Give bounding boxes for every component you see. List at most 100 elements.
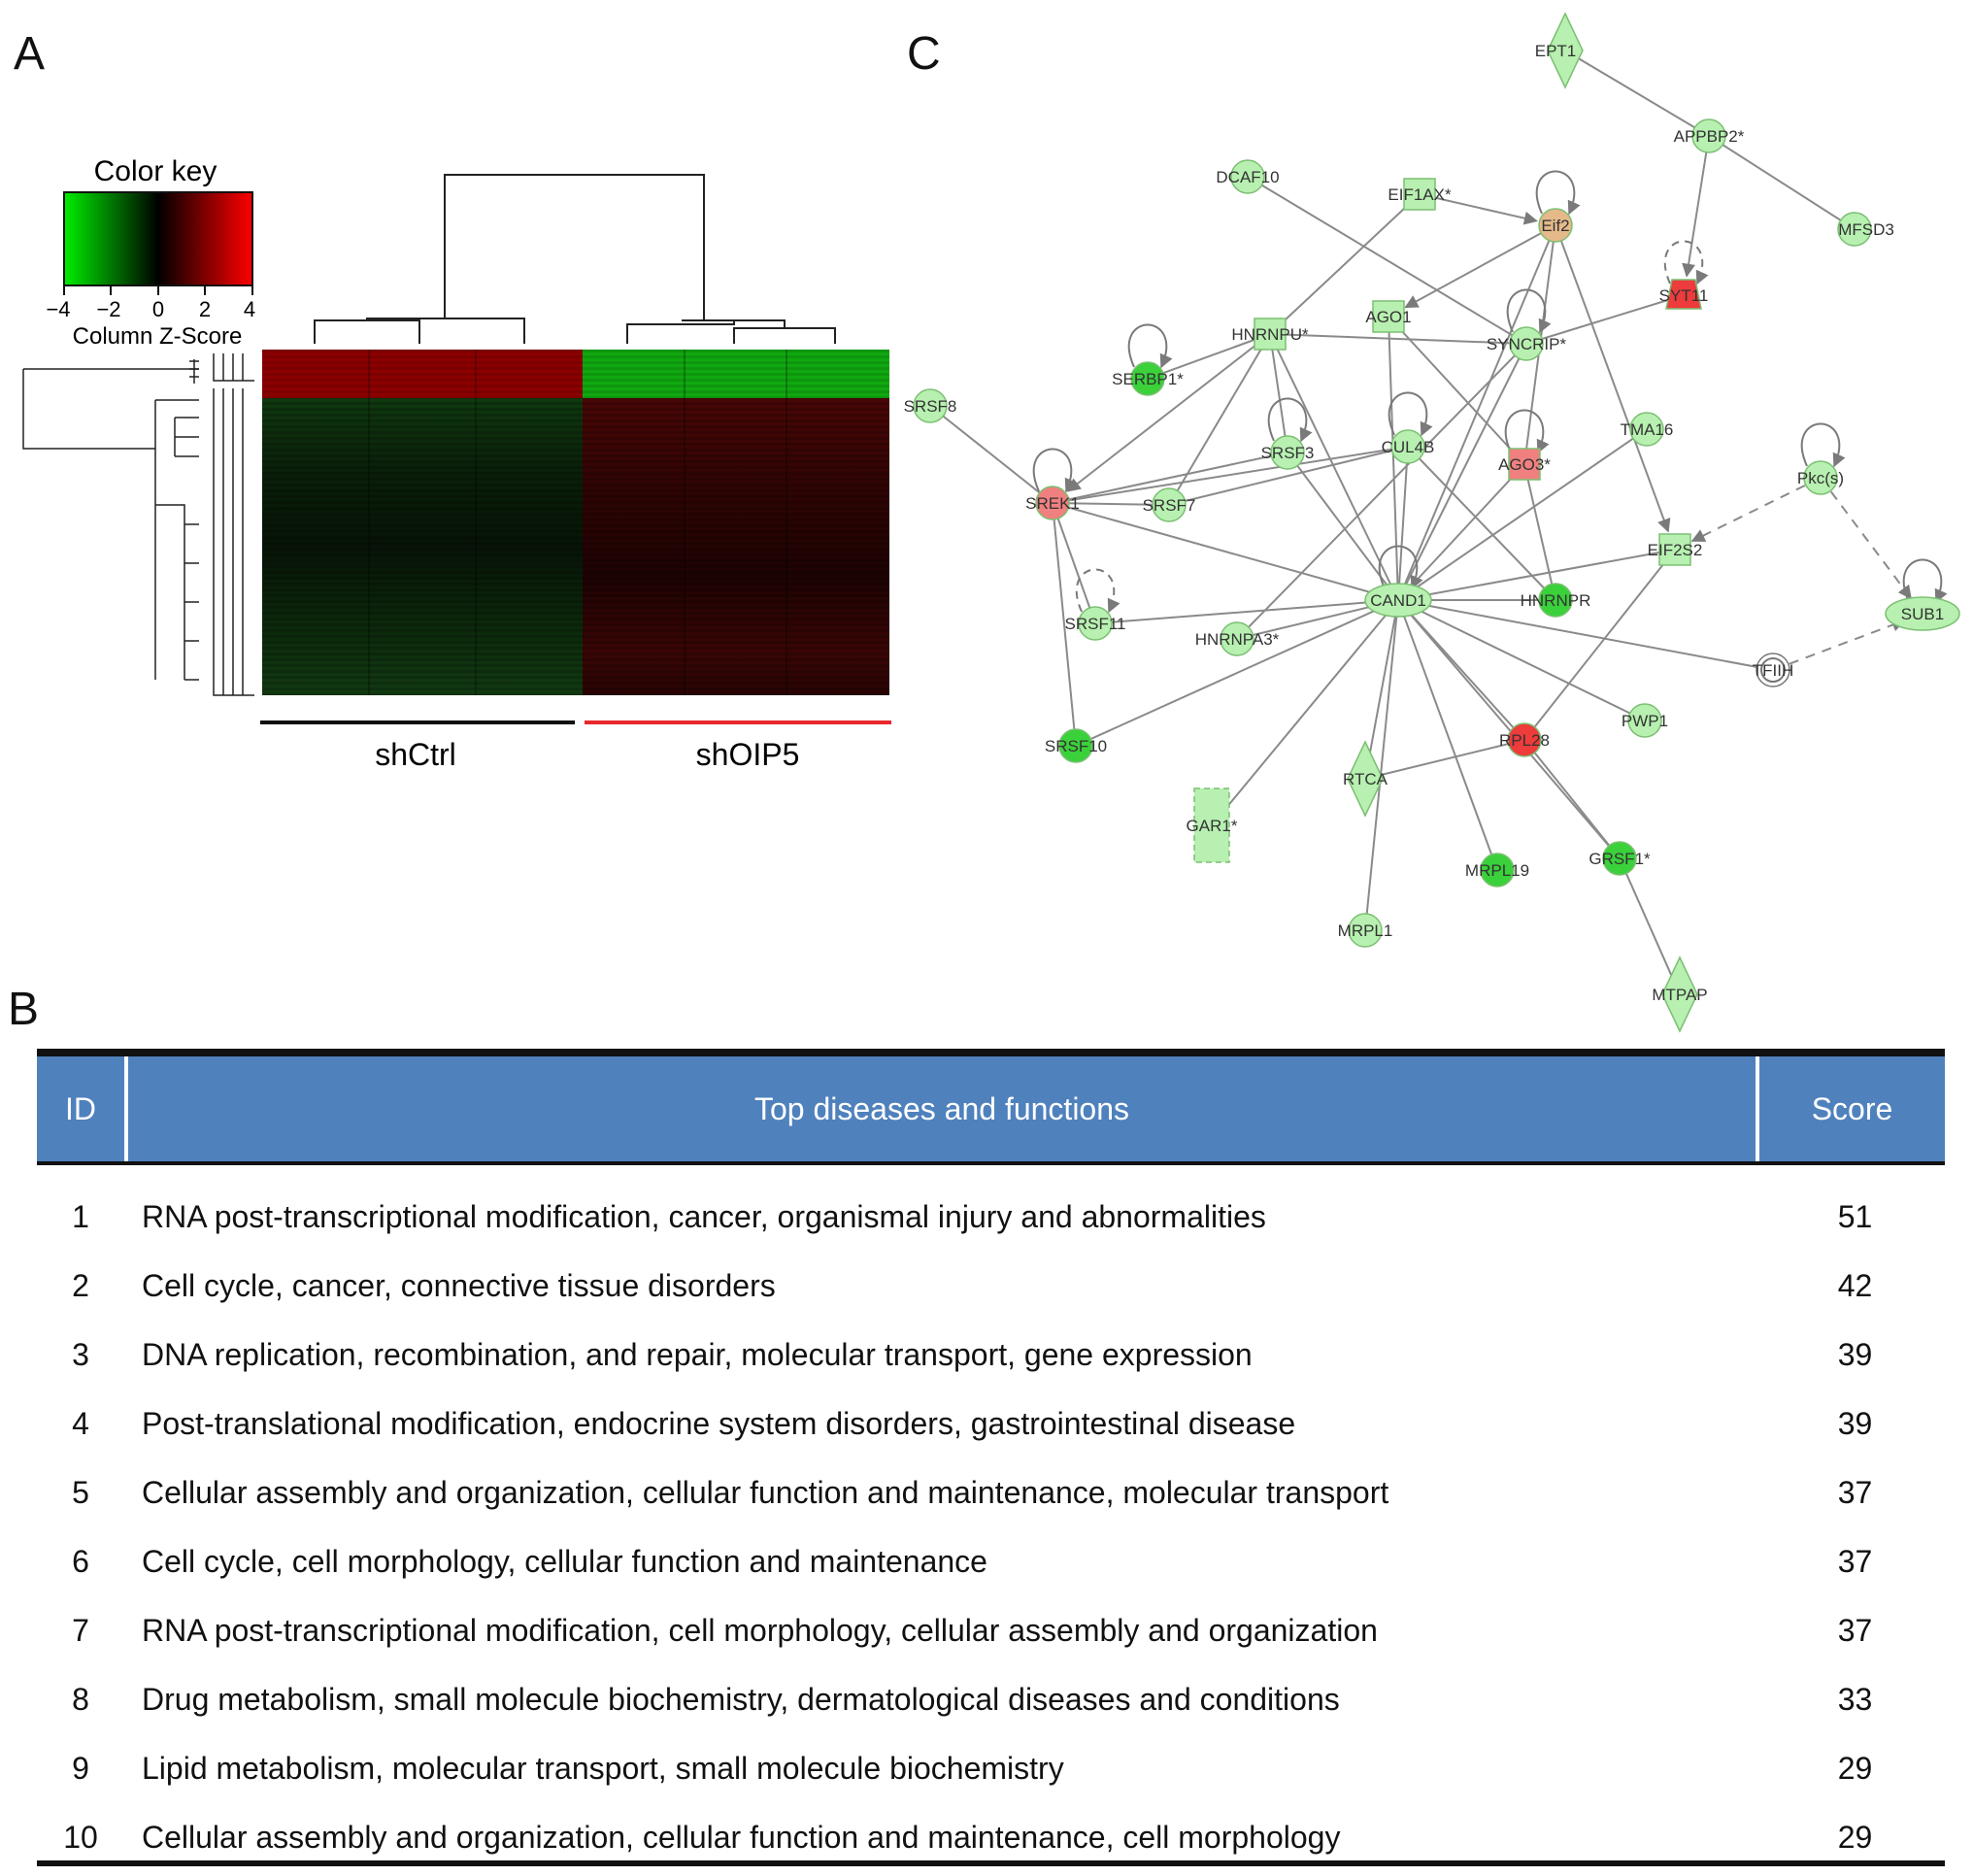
network-edge xyxy=(1066,333,1271,492)
network-node-mfsd3: MFSD3 xyxy=(1837,212,1894,247)
network-edge xyxy=(929,405,1053,504)
color-key-title: Color key xyxy=(94,155,217,187)
row-score: 39 xyxy=(1837,1337,1873,1372)
row-score: 29 xyxy=(1837,1820,1873,1855)
header-id: ID xyxy=(65,1091,96,1126)
network-node-hnrnpu: HNRNPU* xyxy=(1231,318,1309,351)
row-description: Cell cycle, cell morphology, cellular fu… xyxy=(142,1544,987,1579)
row-description: Cellular assembly and organization, cell… xyxy=(142,1475,1389,1510)
row-description: RNA post-transcriptional modification, c… xyxy=(142,1199,1266,1234)
network-node-label: SYNCRIP* xyxy=(1487,335,1567,353)
color-key-gradient xyxy=(63,191,253,286)
network-node-syncrip: SYNCRIP* xyxy=(1487,326,1567,361)
color-key-tick: −4 xyxy=(46,297,70,321)
network-node-label: MFSD3 xyxy=(1838,220,1894,239)
network-node-eif2: Eif2 xyxy=(1538,208,1573,243)
row-id: 2 xyxy=(72,1268,89,1303)
self-loop-edge xyxy=(1535,170,1581,216)
network-edge xyxy=(1397,343,1527,601)
row-score: 42 xyxy=(1837,1268,1873,1303)
network-node-srsf7: SRSF7 xyxy=(1143,487,1196,522)
network-edge xyxy=(1397,599,1621,859)
table-bottom-rule xyxy=(37,1860,1945,1866)
table-row: 6 Cell cycle, cell morphology, cellular f… xyxy=(37,1527,1945,1596)
network-edge xyxy=(1052,502,1399,601)
network-node-label: SYT11 xyxy=(1659,286,1709,305)
network-node-hnrnpa3: HNRNPA3* xyxy=(1195,621,1280,656)
row-id: 4 xyxy=(72,1406,89,1441)
network-edge xyxy=(1052,502,1096,624)
network-node-label: TMA16 xyxy=(1621,420,1674,439)
network-node-label: SRSF11 xyxy=(1065,615,1126,633)
row-description: Cellular assembly and organization, cell… xyxy=(142,1820,1341,1855)
network-node-srsf11: SRSF11 xyxy=(1065,606,1126,641)
self-loop-edge xyxy=(1504,409,1550,454)
header-score: Score xyxy=(1811,1091,1893,1126)
column-dendrogram xyxy=(314,174,836,344)
network-node-hnrnpr: HNRNPR xyxy=(1521,583,1590,618)
network-edge xyxy=(1523,739,1621,859)
row-id: 9 xyxy=(72,1751,89,1786)
network-edge xyxy=(1075,599,1399,747)
network-edge xyxy=(1168,446,1409,506)
row-description: Lipid metabolism, molecular transport, s… xyxy=(142,1751,1064,1786)
network-node-label: SRSF7 xyxy=(1143,496,1196,515)
network-edge xyxy=(1397,428,1648,601)
network-node-label: MTPAP xyxy=(1652,986,1707,1004)
network-node-srek1: SREK1 xyxy=(1025,486,1080,520)
network-edge xyxy=(1397,599,1646,721)
network-edge xyxy=(1364,739,1525,780)
network-node-srsf10: SRSF10 xyxy=(1045,728,1107,763)
self-loop-edge xyxy=(1378,545,1423,590)
row-id: 6 xyxy=(72,1544,89,1579)
row-id: 1 xyxy=(72,1199,89,1234)
network-node-eif2s2: EIF2S2 xyxy=(1648,533,1702,566)
network-node-label: RTCA xyxy=(1343,770,1388,788)
header-description: Top diseases and functions xyxy=(753,1091,1130,1126)
row-id: 7 xyxy=(72,1613,89,1648)
network-edge xyxy=(1236,343,1527,640)
heatmap-panel: Color key −4 −2 0 2 4 Column Z-Score xyxy=(0,0,903,796)
network-edge xyxy=(1619,857,1681,995)
network-node-label: Pkc(s) xyxy=(1797,469,1844,487)
network-edge xyxy=(1397,446,1409,601)
row-score: 29 xyxy=(1837,1751,1873,1786)
network-node-serbp1: SERBP1* xyxy=(1112,361,1184,396)
network-edge xyxy=(1525,294,1685,345)
network-node-label: TFIIH xyxy=(1753,661,1794,680)
row-dendrogram xyxy=(22,353,254,696)
network-edge xyxy=(1094,599,1399,624)
color-key-tick: 0 xyxy=(152,297,164,321)
network-edge xyxy=(1147,333,1271,380)
network-edge xyxy=(1388,316,1525,465)
network-node-label: AGO3* xyxy=(1498,455,1551,474)
self-loop-edge xyxy=(1075,568,1120,614)
network-edge xyxy=(1247,176,1527,345)
network-node-ept1: EPT1 xyxy=(1535,12,1584,89)
panel-label-b: B xyxy=(8,984,40,1035)
self-loop-edge xyxy=(1800,422,1846,468)
network-edge xyxy=(1404,224,1556,309)
self-loop-edge xyxy=(1663,240,1709,285)
row-id: 5 xyxy=(72,1475,89,1510)
network-node-label: MRPL1 xyxy=(1338,921,1393,940)
panel-label-c: C xyxy=(907,28,941,80)
self-loop-edge xyxy=(1267,397,1313,443)
network-node-label: EIF1AX* xyxy=(1388,185,1452,204)
network-edge xyxy=(1052,502,1077,747)
network-node-label: SREK1 xyxy=(1025,494,1080,513)
heatmap-matrix xyxy=(262,350,889,695)
network-node-label: Eif2 xyxy=(1541,217,1569,235)
network-node-pkcs: Pkc(s) xyxy=(1797,460,1844,495)
color-key-tick: 2 xyxy=(199,297,211,321)
row-description: DNA replication, recombination, and repa… xyxy=(142,1337,1253,1372)
network-edge xyxy=(1397,599,1774,671)
color-key-label: Column Z-Score xyxy=(73,323,243,350)
self-loop-edge xyxy=(1388,391,1433,437)
network-node-cand1: CAND1 xyxy=(1364,583,1432,618)
network-node-label: MRPL19 xyxy=(1465,861,1529,880)
group-label-shoip5: shOIP5 xyxy=(696,737,800,772)
network-node-label: PWP1 xyxy=(1622,712,1668,730)
